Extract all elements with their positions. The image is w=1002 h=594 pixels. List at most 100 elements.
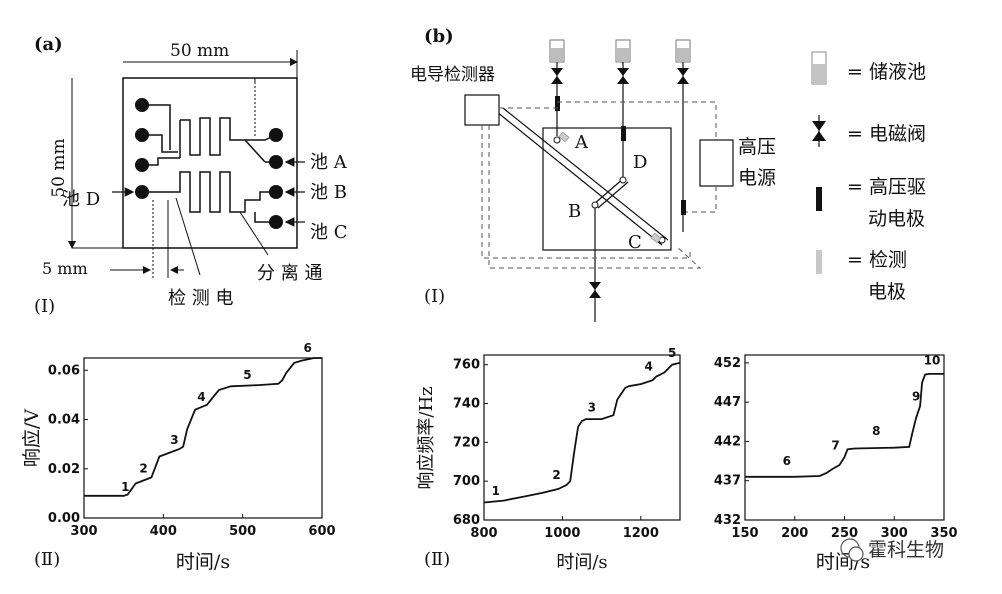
- small-dimension-label: 5 mm: [42, 259, 88, 278]
- peak-label: 9: [912, 390, 920, 404]
- panel-a-chip: (a) 50 mm 50 mm: [34, 34, 348, 317]
- electrode-lead: [142, 104, 171, 150]
- x-tick-label: 250: [831, 526, 858, 541]
- point-a-label: A: [574, 132, 589, 153]
- point-b-label: B: [568, 201, 581, 222]
- peak-label: 3: [588, 400, 596, 414]
- panel-a-sub-label: (Ⅰ): [34, 296, 55, 317]
- detector-label: 电导检测器: [410, 65, 495, 85]
- x-tick-label: 300: [70, 524, 97, 539]
- pool-a-label: 池 A: [310, 152, 348, 173]
- conductivity-detector-box: [464, 94, 500, 126]
- x-tick-label: 200: [781, 526, 808, 541]
- legend-hv-label-line2: 动电极: [868, 208, 925, 230]
- port-a: [553, 136, 561, 144]
- y-tick-label: 0.00: [48, 511, 80, 526]
- peak-label: 4: [644, 360, 652, 374]
- hv-wire: [557, 101, 717, 140]
- y-tick-label: 432: [714, 513, 741, 528]
- chip-outline: [122, 77, 298, 249]
- channel-leader: [239, 211, 269, 256]
- reservoir-icon: [675, 39, 691, 63]
- series-line: [483, 361, 681, 504]
- pool-b-label: 池 B: [310, 182, 347, 203]
- chart-a-sub-label: (Ⅱ): [34, 549, 60, 570]
- y-tick-label: 720: [453, 435, 480, 450]
- electrode-lead: [142, 157, 180, 166]
- port-b: [591, 201, 599, 209]
- detector-wire: [488, 125, 702, 269]
- legend-reservoir-label: = 储液池: [847, 61, 926, 83]
- cross-channel: [593, 177, 625, 205]
- wechat-icon-inner: [848, 546, 864, 562]
- peak-label: 2: [552, 468, 560, 482]
- diagonal-channel: [496, 111, 663, 246]
- electrode-lead: [142, 134, 178, 153]
- hv-electrode: [681, 200, 686, 215]
- port-d: [619, 176, 627, 184]
- point-c-label: C: [628, 232, 642, 253]
- channel-label: 分 离 通: [257, 263, 322, 284]
- peak-label: 8: [872, 424, 880, 438]
- y-tick-label: 740: [453, 397, 480, 412]
- y-tick-label: 442: [714, 434, 741, 449]
- peak-label: 1: [121, 480, 129, 494]
- chart-b-sub-label: (Ⅱ): [424, 549, 450, 570]
- panel-b-schematic: (b): [410, 26, 926, 322]
- peak-label: 7: [831, 438, 839, 452]
- y-tick-label: 447: [714, 395, 741, 410]
- peak-label: 6: [304, 341, 312, 355]
- peak-label: 6: [783, 454, 791, 468]
- x-tick-label: 600: [308, 524, 335, 539]
- pool-d-label: 池 D: [62, 189, 100, 210]
- diagonal-channel: [502, 107, 669, 241]
- chip-outline: [542, 127, 672, 251]
- serpentine-channel-bottom: [142, 171, 276, 213]
- width-dimension-label: 50 mm: [170, 41, 229, 61]
- x-tick-label: 1200: [623, 526, 659, 541]
- y-axis-label: 响应/V: [21, 409, 43, 467]
- legend-detection-electrode-icon: [816, 250, 822, 274]
- legend-hv-electrode-icon: [816, 187, 822, 211]
- y-tick-label: 452: [714, 356, 741, 371]
- channel-link: [244, 139, 266, 163]
- y-tick-label: 0.02: [48, 462, 80, 477]
- peak-label: 1: [492, 484, 500, 498]
- legend-det-label-line2: 电极: [868, 281, 906, 303]
- x-tick-label: 1000: [544, 526, 580, 541]
- peak-label: 10: [924, 353, 941, 367]
- peak-label: 5: [243, 368, 251, 382]
- serpentine-channel-top: [179, 117, 277, 158]
- detection-electrode: [650, 232, 662, 244]
- reservoir-icon: [615, 39, 631, 63]
- series-line: [745, 372, 944, 478]
- y-tick-label: 700: [453, 474, 480, 489]
- watermark-text: 霍科生物: [868, 539, 944, 561]
- hv-electrode: [555, 96, 560, 111]
- x-tick-label: 150: [731, 526, 758, 541]
- x-tick-label: 400: [150, 524, 177, 539]
- x-tick-label: 800: [470, 526, 497, 541]
- detection-electrode: [558, 131, 570, 143]
- valve-icon: [589, 282, 601, 298]
- reservoir-icon: [549, 39, 565, 63]
- x-tick-label: 300: [881, 526, 908, 541]
- peak-label: 2: [139, 461, 147, 475]
- legend: = 储液池 = 电磁阀 = 高压驱 动电极 = 检测 电极: [811, 51, 926, 303]
- y-tick-label: 760: [453, 358, 480, 373]
- pool-c-label: 池 C: [310, 222, 348, 243]
- electrode-leader: [175, 197, 201, 276]
- y-tick-label: 437: [714, 474, 741, 489]
- peak-label: 3: [170, 433, 178, 447]
- peak-label: 4: [197, 390, 205, 404]
- detector-wire: [481, 125, 691, 259]
- electrode-label: 检 测 电: [168, 288, 233, 309]
- cross-channel: [597, 181, 629, 209]
- x-tick-label: 350: [930, 526, 957, 541]
- watermark: 霍科生物: [840, 538, 944, 562]
- hv-label-line2: 电源: [738, 167, 776, 189]
- peak-label: 5: [668, 346, 676, 360]
- legend-reservoir-icon: [811, 51, 827, 85]
